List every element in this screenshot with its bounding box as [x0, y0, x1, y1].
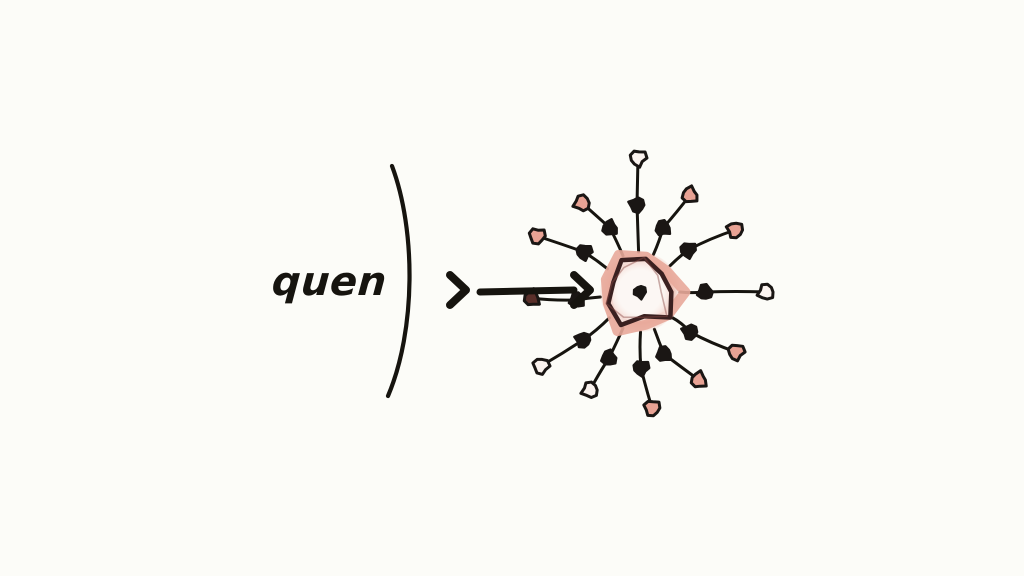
main-arrow: [476, 271, 594, 309]
inner-node-10[interactable]: [575, 244, 594, 263]
brace-layer: [385, 163, 412, 399]
spoke-edge-10: [535, 234, 609, 271]
spoke-edge-3: [678, 290, 768, 295]
spoke-11[interactable]: [571, 193, 625, 258]
arrow-layer: [446, 271, 594, 309]
spoke-3[interactable]: [678, 282, 775, 301]
outer-node-5[interactable]: [689, 369, 708, 389]
closing-curve: [385, 163, 412, 399]
spoke-1[interactable]: [652, 184, 699, 256]
outer-node-6[interactable]: [642, 399, 662, 418]
inner-node-7[interactable]: [600, 348, 618, 366]
spoke-6[interactable]: [632, 330, 662, 418]
inner-node-4[interactable]: [680, 323, 699, 341]
spoke-5[interactable]: [652, 327, 708, 389]
inner-node-2[interactable]: [679, 242, 697, 261]
outer-node-1[interactable]: [680, 184, 699, 204]
hub-core-dot[interactable]: [632, 284, 648, 301]
spokes-layer: [522, 149, 775, 418]
main-arrow-head: [570, 271, 594, 309]
query-label: quen: [270, 259, 389, 305]
spoke-edge-9: [530, 295, 602, 302]
hub-layer: [600, 250, 691, 337]
outer-node-4[interactable]: [726, 343, 747, 363]
outer-node-0[interactable]: [628, 149, 649, 169]
outer-node-10[interactable]: [527, 227, 547, 246]
outer-node-11[interactable]: [571, 193, 591, 213]
outer-node-7[interactable]: [579, 380, 599, 399]
inner-node-1[interactable]: [654, 218, 672, 237]
inner-node-5[interactable]: [655, 345, 673, 362]
outer-node-8[interactable]: [531, 357, 552, 376]
spoke-4[interactable]: [669, 315, 747, 363]
inner-node-6[interactable]: [632, 360, 651, 379]
main-arrow-shaft: [476, 286, 578, 296]
hub-ring-inner-sketch: [605, 256, 668, 319]
chevron-arrow-head: [446, 271, 470, 309]
spoke-10[interactable]: [527, 227, 609, 271]
outer-node-2[interactable]: [724, 221, 745, 240]
inner-node-11[interactable]: [601, 218, 618, 236]
inner-node-3[interactable]: [695, 282, 714, 300]
spoke-edge-8: [539, 316, 611, 368]
spoke-8[interactable]: [531, 316, 611, 376]
spoke-0[interactable]: [627, 149, 649, 254]
spoke-edge-4: [669, 315, 738, 354]
inner-node-0[interactable]: [627, 196, 646, 215]
outer-node-3[interactable]: [755, 282, 775, 301]
spoke-7[interactable]: [579, 326, 625, 399]
chevron-arrow: [446, 271, 470, 309]
inner-node-8[interactable]: [573, 331, 592, 349]
hub-halo-ring: [600, 250, 691, 337]
spoke-2[interactable]: [668, 221, 745, 268]
